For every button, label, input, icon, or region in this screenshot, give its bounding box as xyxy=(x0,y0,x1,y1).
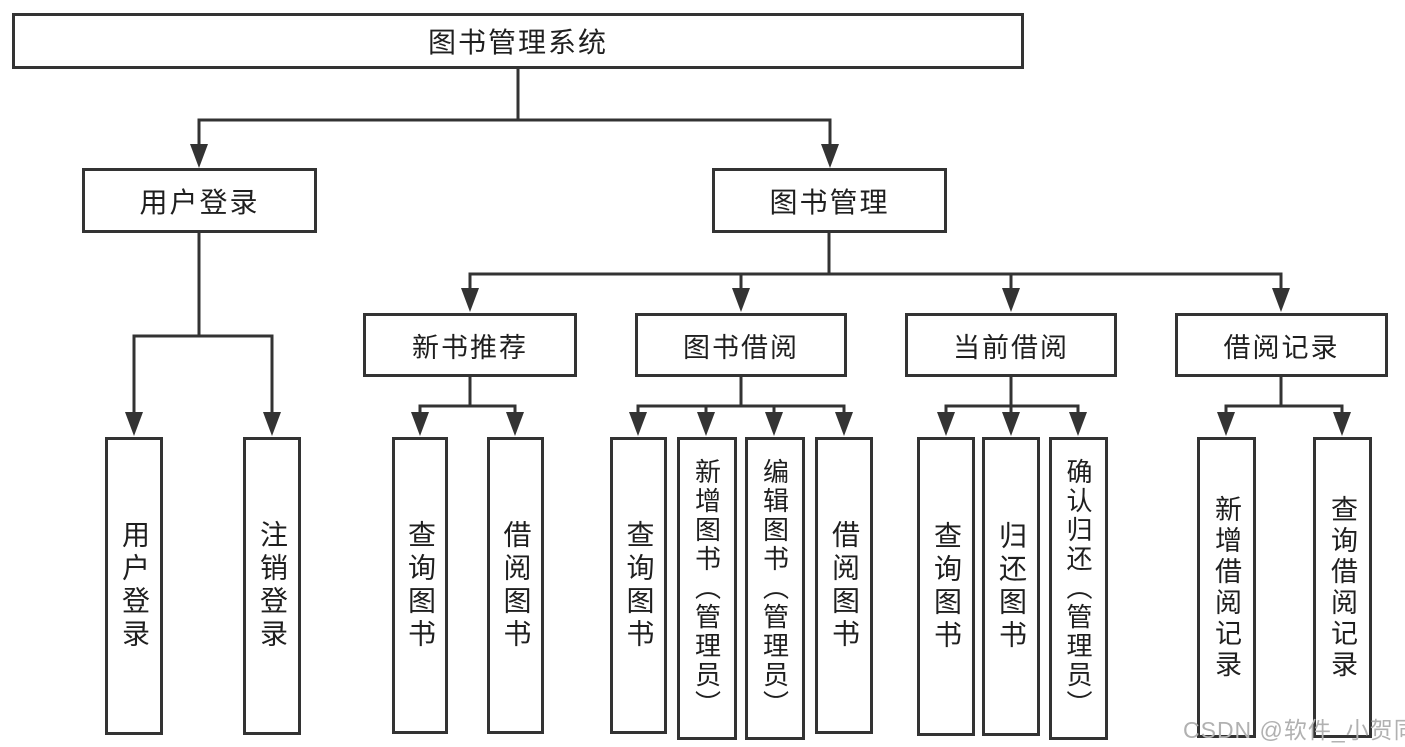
node-leaf-user-login: 用户登录 xyxy=(105,437,163,735)
node-leaf-confirm-return-admin: 确认归还（管理员） xyxy=(1049,437,1108,740)
arrowhead-borrow-book-2 xyxy=(835,412,853,436)
arrowhead-query-book-3 xyxy=(937,412,955,436)
node-leaf-borrow-book-2: 借阅图书 xyxy=(815,437,873,734)
arrowhead-leaf-logout xyxy=(263,412,281,436)
node-borrow-records: 借阅记录 xyxy=(1175,313,1388,377)
connector-book-borrow-children xyxy=(636,375,846,418)
node-book-borrow: 图书借阅 xyxy=(635,313,847,377)
node-leaf-query-borrow-record: 查询借阅记录 xyxy=(1313,437,1372,738)
node-leaf-logout: 注销登录 xyxy=(243,437,301,735)
node-leaf-add-borrow-record: 新增借阅记录 xyxy=(1197,437,1256,738)
arrowhead-borrow-records xyxy=(1272,288,1290,312)
node-leaf-borrow-book-1: 借阅图书 xyxy=(487,437,544,734)
arrowhead-book-management xyxy=(821,144,839,168)
connector-borrow-records-children xyxy=(1224,375,1344,418)
arrowhead-query-borrow-record xyxy=(1333,412,1351,436)
node-leaf-query-book-2: 查询图书 xyxy=(610,437,667,734)
connector-book-management-children xyxy=(468,231,1283,294)
csdn-watermark: CSDN @软件_小贺同学 xyxy=(1183,717,1405,743)
connector-current-borrow-children xyxy=(944,375,1080,418)
arrowhead-leaf-user-login xyxy=(125,412,143,436)
arrowhead-edit-book xyxy=(765,412,783,436)
node-root-library-system: 图书管理系统 xyxy=(12,13,1024,69)
arrowhead-return-book xyxy=(1002,412,1020,436)
arrowhead-query-book-2 xyxy=(629,412,647,436)
arrowhead-current-borrow xyxy=(1002,288,1020,312)
node-leaf-query-book-3: 查询图书 xyxy=(917,437,975,736)
node-new-book-recommend: 新书推荐 xyxy=(363,313,577,377)
arrowhead-borrow-book-1 xyxy=(506,412,524,436)
arrowhead-query-book-1 xyxy=(411,412,429,436)
node-user-login: 用户登录 xyxy=(82,168,317,233)
arrowhead-new-book-recommend xyxy=(461,288,479,312)
arrowhead-user-login xyxy=(190,144,208,168)
node-leaf-return-book: 归还图书 xyxy=(982,437,1040,736)
arrowhead-book-borrow xyxy=(732,288,750,312)
node-book-management: 图书管理 xyxy=(712,168,947,233)
connector-new-book-recommend-children xyxy=(418,375,517,418)
node-leaf-query-book-1: 查询图书 xyxy=(392,437,448,734)
node-leaf-edit-book-admin: 编辑图书（管理员） xyxy=(745,437,805,740)
node-current-borrow: 当前借阅 xyxy=(905,313,1117,377)
connector-root-to-level2 xyxy=(197,67,832,150)
arrowhead-confirm-return xyxy=(1069,412,1087,436)
arrowhead-add-borrow-record xyxy=(1217,412,1235,436)
arrowhead-add-book xyxy=(697,412,715,436)
connector-user-login-children xyxy=(132,231,274,418)
node-leaf-add-book-admin: 新增图书（管理员） xyxy=(677,437,737,740)
